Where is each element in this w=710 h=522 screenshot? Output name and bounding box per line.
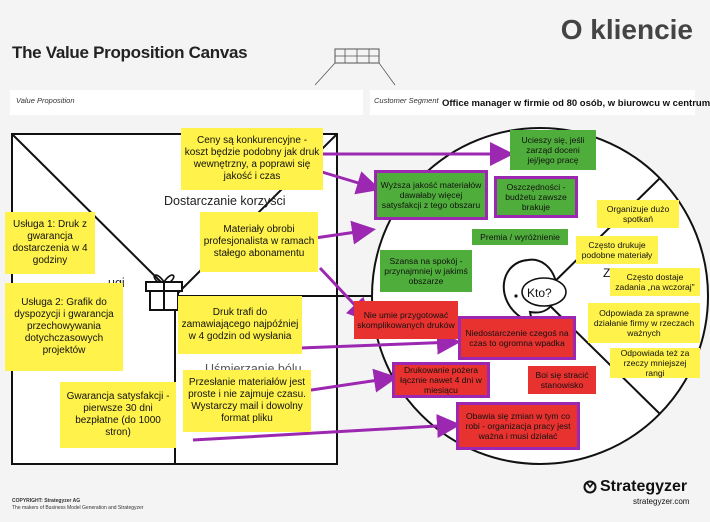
sticky-note-yellow[interactable]: Często drukuje podobne materiały xyxy=(576,236,658,264)
customer-segment-bar: Customer Segment Office manager w firmie… xyxy=(370,90,710,115)
sticky-note-green[interactable]: Szansa na spokój - przynajmniej w jakimś… xyxy=(380,250,472,292)
customer-face-icon xyxy=(502,258,567,324)
tagline-text: The makers of Business Model Generation … xyxy=(12,505,144,511)
sticky-note-yellow[interactable]: Często dostaje zadania „na wczoraj" xyxy=(610,268,700,296)
sticky-note-yellow[interactable]: Odpowiada też za rzeczy mniejszej rangi xyxy=(610,348,700,378)
sticky-note-red[interactable]: Boi się stracić stanowisko xyxy=(528,366,596,394)
sticky-note-yellow[interactable]: Ceny są konkurencyjne - koszt będzie pod… xyxy=(181,128,323,190)
sticky-note-yellow[interactable]: Materiały obrobi profesjonalista w ramac… xyxy=(200,212,318,272)
page-heading: O kliencie xyxy=(560,14,693,45)
customer-partial-label: Z xyxy=(603,266,611,280)
customer-segment-label: Customer Segment xyxy=(374,96,439,105)
customer-question: Kto? xyxy=(527,286,552,300)
sticky-note-yellow[interactable]: Odpowiada za sprawne działanie firmy w r… xyxy=(588,303,700,343)
sticky-note-yellow[interactable]: Gwarancja satysfakcji - pierwsze 30 dni … xyxy=(60,382,176,448)
sticky-note-yellow[interactable]: Druk trafi do zamawiającego najpóźniej w… xyxy=(178,296,302,354)
value-proposition-label: Value Proposition xyxy=(16,96,75,105)
sticky-note-red[interactable]: Niedostarczenie czegoś na czas to ogromn… xyxy=(458,316,576,360)
sticky-note-yellow[interactable]: Organizuje dużo spotkań xyxy=(597,200,679,228)
sticky-note-green[interactable]: Oszczędności - budżetu zawsze brakuje xyxy=(494,176,578,218)
sticky-note-yellow[interactable]: Usługa 2: Grafik do dyspozycji i gwaranc… xyxy=(5,283,123,371)
canvas-title: The Value Proposition Canvas xyxy=(12,43,248,62)
sticky-note-red[interactable]: Obawia się zmian w tym co robi - organiz… xyxy=(456,402,580,450)
sticky-note-yellow[interactable]: Przesłanie materiałów jest proste i nie … xyxy=(183,370,311,432)
sticky-note-green[interactable]: Ucieszy się, jeśli zarząd doceni jej/jeg… xyxy=(510,130,596,170)
sticky-note-yellow[interactable]: Usługa 1: Druk z gwarancja dostarczenia … xyxy=(5,212,95,274)
strategyzer-brand[interactable]: Strategyzer xyxy=(583,478,687,496)
connector-arrows xyxy=(192,142,514,442)
sticky-note-green[interactable]: Premia / wyróżnienie xyxy=(472,229,568,245)
strategyzer-logo-icon xyxy=(583,480,597,494)
sticky-note-red[interactable]: Nie umie przygotować skomplikowanych dru… xyxy=(354,301,458,339)
canvas-logo-icon xyxy=(314,48,396,86)
value-proposition-bar: Value Proposition xyxy=(10,90,363,115)
brand-url[interactable]: strategyzer.com xyxy=(633,497,690,506)
copyright-text: COPYRIGHT: Strategyzer AG xyxy=(12,498,81,504)
sticky-note-red[interactable]: Drukowanie pożera łącznie nawet 4 dni w … xyxy=(392,362,490,398)
gain-creators-label: Dostarczanie korzyści xyxy=(164,194,286,208)
sticky-note-green[interactable]: Wyższa jakość materiałów dawałaby więcej… xyxy=(374,170,488,220)
brand-name: Strategyzer xyxy=(600,478,688,495)
customer-segment-text: Office manager w firmie od 80 osób, w bi… xyxy=(442,98,710,109)
